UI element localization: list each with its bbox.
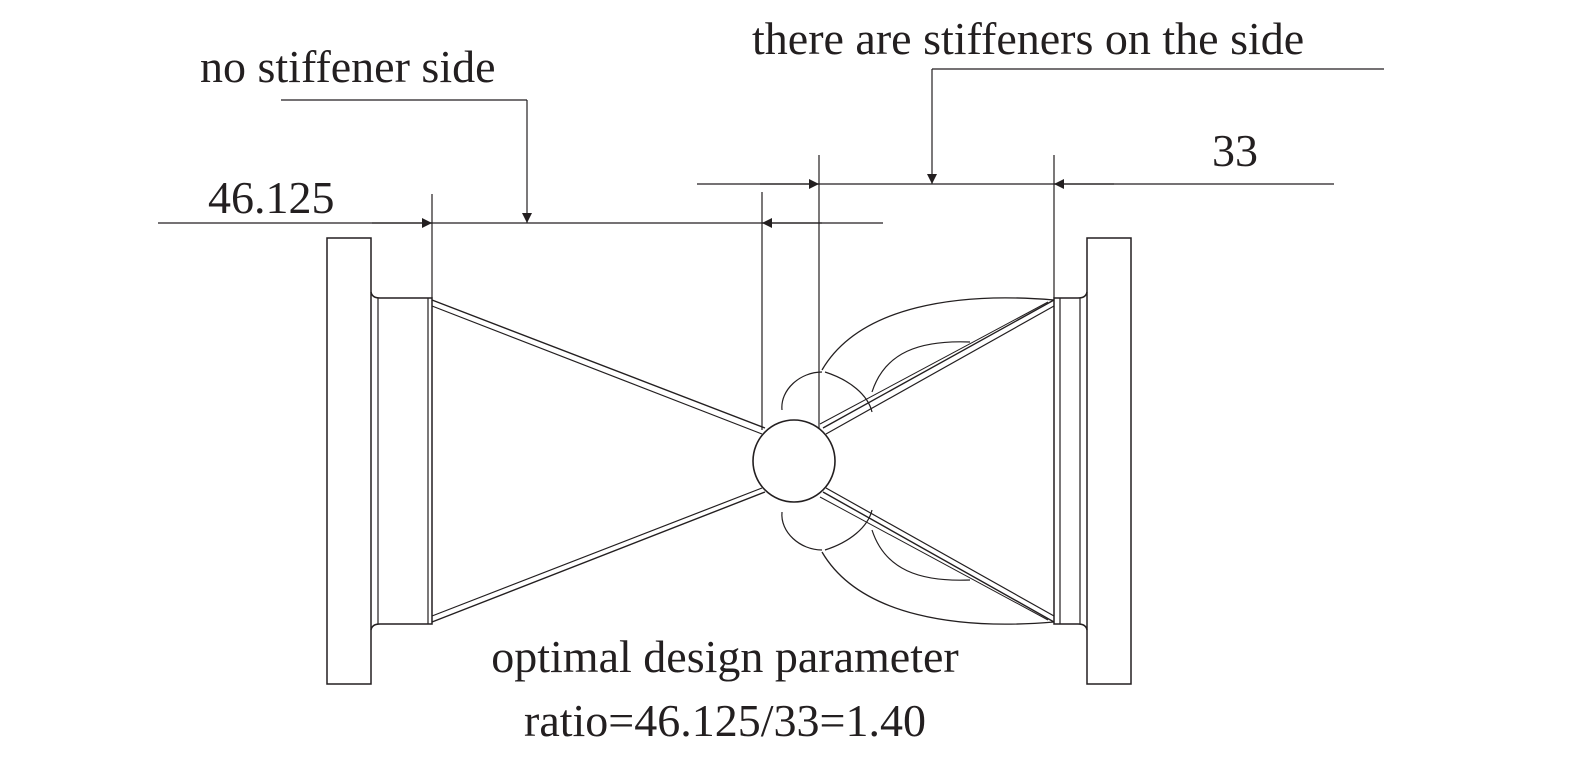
extension-lines [431,155,1055,430]
left-upper-brace [431,299,766,435]
caption-line-2: ratio=46.125/33=1.40 [524,695,926,746]
leader-no-stiffener [281,99,532,223]
dimension-label-left: 46.125 [208,172,335,223]
label-no-stiffener-side: no stiffener side [200,41,496,92]
leader-stiffener [927,68,1384,184]
right-upper-brace [819,299,1055,435]
sphere-joint [752,419,836,503]
right-tube-stub [1053,291,1088,631]
upper-stiffener [781,297,1055,413]
lower-stiffener [781,509,1055,625]
right-lower-brace [819,487,1055,623]
left-tube-stub [370,291,433,631]
right-flange [1086,237,1132,685]
left-lower-brace [431,487,766,623]
caption-line-1: optimal design parameter [491,631,959,682]
left-flange [326,237,372,685]
dimension-label-right: 33 [1212,125,1258,176]
label-stiffener-side: there are stiffeners on the side [752,13,1304,64]
